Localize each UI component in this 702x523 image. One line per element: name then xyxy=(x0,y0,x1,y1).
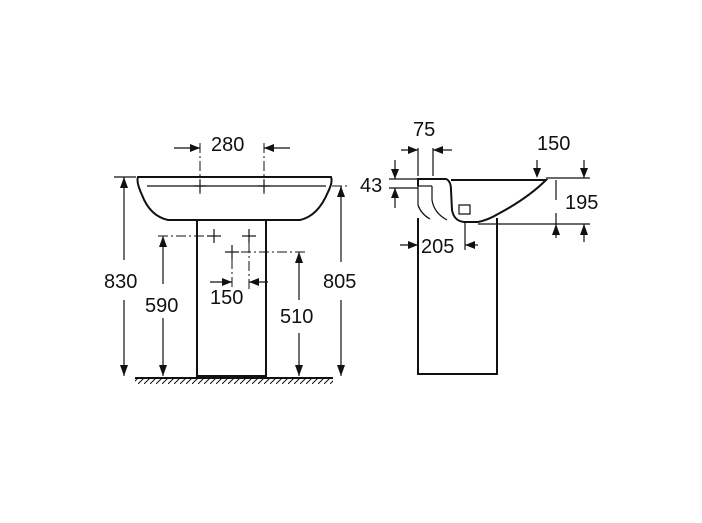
pedestal-front xyxy=(196,220,267,377)
dimension-tap-spacing xyxy=(174,144,290,152)
dimension-overall-height xyxy=(114,176,136,376)
dimension-waste-distance xyxy=(400,222,478,250)
inlet-right-icon xyxy=(242,229,256,243)
dimension-inlet-spacing xyxy=(210,278,268,286)
dimension-rim-height xyxy=(337,186,345,376)
label-inlet-spacing: 150 xyxy=(210,287,243,309)
floor-line xyxy=(135,377,333,384)
label-inlet-height: 510 xyxy=(280,306,313,328)
front-view: 280 830 590 150 xyxy=(104,134,356,384)
label-rim-height: 805 xyxy=(323,271,356,293)
dimension-tap-ledge xyxy=(389,160,418,208)
label-rim-depth: 75 xyxy=(413,119,435,141)
label-overall-height: 830 xyxy=(104,271,137,293)
dimension-rim-depth xyxy=(401,146,452,176)
dimension-bowl-drop xyxy=(478,180,590,242)
basin-side-outline xyxy=(417,178,549,223)
inlet-left-icon xyxy=(225,245,239,259)
dimension-waste-height xyxy=(159,236,167,376)
label-tap-ledge: 43 xyxy=(360,175,382,197)
basin-front-outline xyxy=(136,176,333,221)
waste-outlet-icon xyxy=(207,229,221,243)
label-waste-height: 590 xyxy=(145,295,178,317)
label-bowl-drop: 195 xyxy=(565,192,598,214)
pedestal-side xyxy=(417,218,498,375)
label-tap-spacing: 280 xyxy=(211,134,244,156)
side-view: 75 43 150 195 xyxy=(360,119,598,375)
label-waste-distance: 205 xyxy=(421,236,454,258)
label-overflow-offset: 150 xyxy=(537,133,570,155)
dimension-inlet-height xyxy=(295,252,303,376)
dimension-overflow-offset xyxy=(533,160,590,179)
